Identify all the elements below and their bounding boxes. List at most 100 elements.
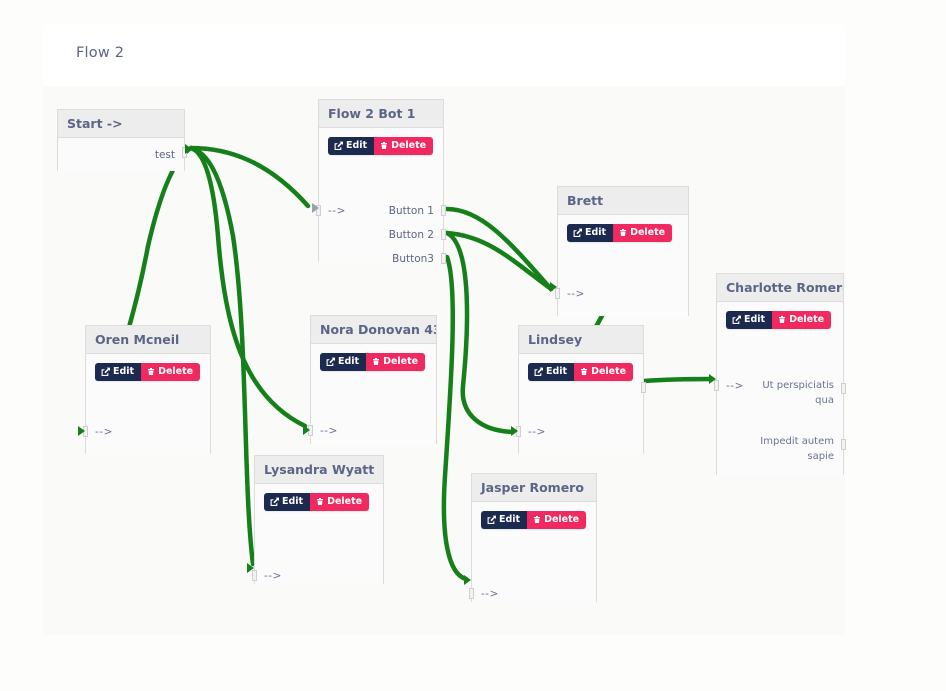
trash-icon	[534, 516, 541, 524]
edit-button[interactable]: Edit	[528, 363, 575, 381]
node-lindsey[interactable]: Lindsey Edit Delete	[516, 325, 646, 454]
node-flow-2-bot-1[interactable]: Flow 2 Bot 1 Edit Delete	[316, 99, 446, 265]
output-handle[interactable]	[841, 383, 846, 394]
input-handle[interactable]	[555, 288, 560, 299]
node-input-port[interactable]: -->	[95, 426, 113, 438]
trash-icon	[779, 316, 786, 324]
node-output-port[interactable]: Button 2	[388, 229, 434, 241]
output-handle[interactable]	[841, 439, 846, 450]
input-handle[interactable]	[252, 570, 257, 581]
node-output-port[interactable]: test	[154, 149, 175, 161]
node-lysandra-wyatt[interactable]: Lysandra Wyatt Edit Delete	[252, 455, 384, 584]
node-actions: Edit Delete	[95, 363, 201, 381]
input-handle[interactable]	[714, 380, 719, 391]
node-title: Jasper Romero	[472, 474, 596, 502]
trash-icon	[381, 142, 388, 150]
edge-button1-to-brett	[444, 206, 554, 292]
edge-arrowhead	[78, 426, 85, 436]
edit-button[interactable]: Edit	[320, 353, 367, 371]
edit-button-label: Edit	[499, 514, 521, 525]
edit-button[interactable]: Edit	[567, 224, 614, 242]
delete-button-label: Delete	[383, 356, 419, 367]
edit-button[interactable]: Edit	[264, 493, 311, 511]
trash-icon	[581, 368, 588, 376]
edge-arrowhead	[464, 575, 471, 585]
edit-button[interactable]: Edit	[95, 363, 142, 381]
node-body: Edit Delete -->	[252, 484, 383, 584]
node-title: Start ->	[58, 110, 184, 138]
node-output-port[interactable]: Button 1	[388, 205, 434, 217]
delete-button[interactable]: Delete	[141, 363, 201, 381]
node-actions: Edit Delete	[264, 493, 370, 511]
trash-icon	[620, 229, 627, 237]
delete-button[interactable]: Delete	[772, 311, 832, 329]
delete-button-label: Delete	[630, 227, 666, 238]
delete-button[interactable]: Delete	[310, 493, 370, 511]
node-input-port[interactable]: -->	[528, 426, 546, 438]
node-charlotte-romero[interactable]: Charlotte Romero Edit Delete	[714, 273, 846, 475]
input-handle[interactable]	[469, 588, 474, 599]
delete-button[interactable]: Delete	[574, 363, 634, 381]
node-body: Edit Delete -->	[308, 344, 436, 444]
trash-icon	[373, 358, 380, 366]
output-handle[interactable]	[441, 253, 446, 264]
node-oren-mcneil[interactable]: Oren Mcneil Edit Delete	[83, 325, 211, 454]
node-input-port[interactable]: -->	[320, 425, 338, 437]
edge-button3-to-jasper	[441, 254, 469, 582]
node-input-port[interactable]: -->	[481, 588, 499, 600]
node-start[interactable]: Start -> test	[57, 109, 187, 171]
node-output-port[interactable]: Button3	[392, 253, 434, 265]
node-output-port[interactable]: Ut perspiciatis qua	[762, 380, 834, 406]
node-title: Brett	[558, 187, 688, 215]
delete-button[interactable]: Delete	[527, 511, 587, 529]
node-input-port[interactable]: -->	[567, 288, 585, 300]
node-body: Edit Delete -->	[83, 354, 210, 454]
node-input-port[interactable]: -->	[328, 205, 346, 217]
edge-arrowhead	[709, 374, 716, 384]
pencil-square-icon	[732, 315, 741, 325]
edit-button-label: Edit	[338, 356, 360, 367]
delete-button[interactable]: Delete	[374, 137, 434, 155]
node-brett[interactable]: Brett Edit Delete	[555, 186, 689, 316]
pencil-square-icon	[270, 497, 279, 507]
delete-button-label: Delete	[544, 514, 580, 525]
trash-icon	[148, 368, 155, 376]
output-handle[interactable]	[441, 229, 446, 240]
output-handle[interactable]	[441, 205, 446, 216]
flow-canvas[interactable]: Start -> test Flow 2 Bot 1 Edit	[43, 86, 846, 635]
edit-button[interactable]: Edit	[328, 137, 375, 155]
node-nora-donovan-43[interactable]: Nora Donovan 43 Edit Delete	[308, 315, 437, 444]
edit-button-label: Edit	[113, 366, 135, 377]
node-input-port[interactable]: -->	[726, 380, 744, 392]
pencil-square-icon	[101, 367, 110, 377]
output-handle[interactable]	[641, 382, 646, 393]
pencil-square-icon	[573, 228, 582, 238]
node-body: Edit Delete -->	[555, 215, 688, 316]
node-body: test	[58, 138, 187, 171]
node-jasper-romero[interactable]: Jasper Romero Edit Delete	[469, 473, 597, 602]
node-input-port[interactable]: -->	[264, 570, 282, 582]
node-title: Lindsey	[519, 326, 643, 354]
trash-icon	[317, 498, 324, 506]
edge-lindsey-to-charlotte	[641, 376, 714, 384]
node-title: Charlotte Romero	[717, 274, 843, 302]
node-title: Lysandra Wyatt	[255, 456, 383, 484]
edge-start-to-bot1	[188, 145, 311, 209]
node-body: Edit Delete -->	[469, 502, 596, 602]
node-actions: Edit Delete	[328, 137, 434, 155]
flow-header-panel: Flow 2	[43, 25, 845, 86]
pencil-square-icon	[326, 357, 335, 367]
node-actions: Edit Delete	[320, 353, 426, 371]
edit-button[interactable]: Edit	[481, 511, 528, 529]
delete-button-label: Delete	[327, 496, 363, 507]
node-output-port[interactable]: Impedit autem sapie	[760, 436, 834, 462]
node-actions: Edit Delete	[726, 311, 832, 329]
delete-button[interactable]: Delete	[366, 353, 426, 371]
delete-button[interactable]: Delete	[613, 224, 673, 242]
edge-arrowhead	[312, 203, 319, 213]
edge-button2-to-brett	[444, 230, 554, 292]
edit-button[interactable]: Edit	[726, 311, 773, 329]
edit-button-label: Edit	[546, 366, 568, 377]
node-actions: Edit Delete	[567, 224, 673, 242]
node-title: Oren Mcneil	[86, 326, 210, 354]
